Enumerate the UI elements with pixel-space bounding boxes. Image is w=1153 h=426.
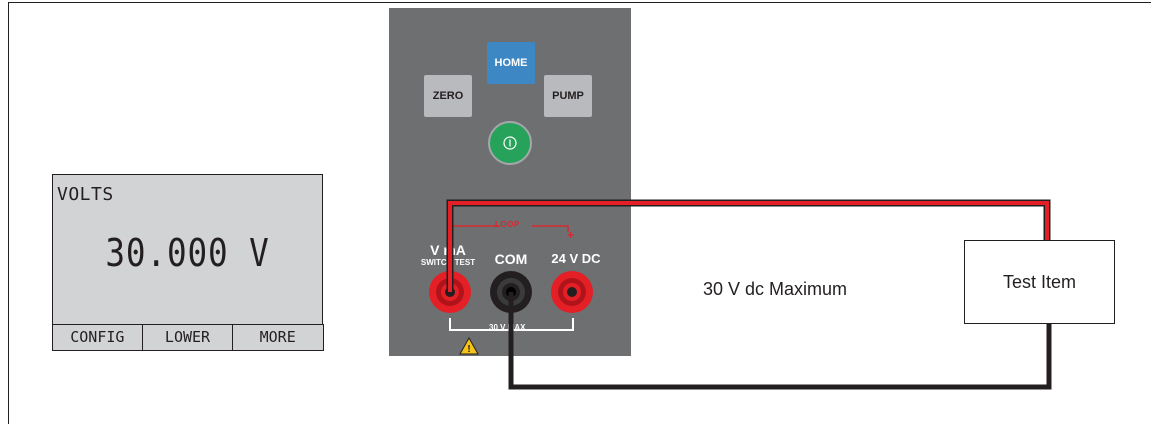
softkey-bar: CONFIG LOWER MORE [51,323,324,351]
lcd-mode-label: VOLTS [57,184,114,205]
test-item-box: Test Item [964,240,1115,324]
loop-bracket [452,225,569,232]
black-wire [508,292,1052,390]
dc24-terminal[interactable] [551,271,593,313]
max-voltage-label: 30 V MAX [489,323,526,332]
zero-button[interactable]: ZERO [424,75,472,117]
svg-text:!: ! [467,344,470,355]
dc24-label: 24 V DC [551,251,601,266]
com-label: COM [494,251,528,267]
home-button[interactable]: HOME [487,42,535,84]
plus-label: + [567,228,575,242]
red-wire [448,201,1049,292]
warning-icon: ! [459,336,479,355]
red-wire-outline [446,199,1051,292]
loop-label: LOOP [495,220,520,229]
max-voltage-note: 30 V dc Maximum [703,279,848,299]
softkey-lower[interactable]: LOWER [141,324,234,351]
power-icon [503,136,517,150]
lcd-display: VOLTS 30.000 V CONFIG LOWER MORE [51,174,324,351]
softkey-config[interactable]: CONFIG [51,324,144,351]
pump-button[interactable]: PUMP [544,75,592,117]
lcd-reading: 30.000 V [105,231,270,275]
power-button[interactable] [488,121,532,165]
diagram-frame [8,2,1151,424]
softkey-more[interactable]: MORE [231,324,324,351]
